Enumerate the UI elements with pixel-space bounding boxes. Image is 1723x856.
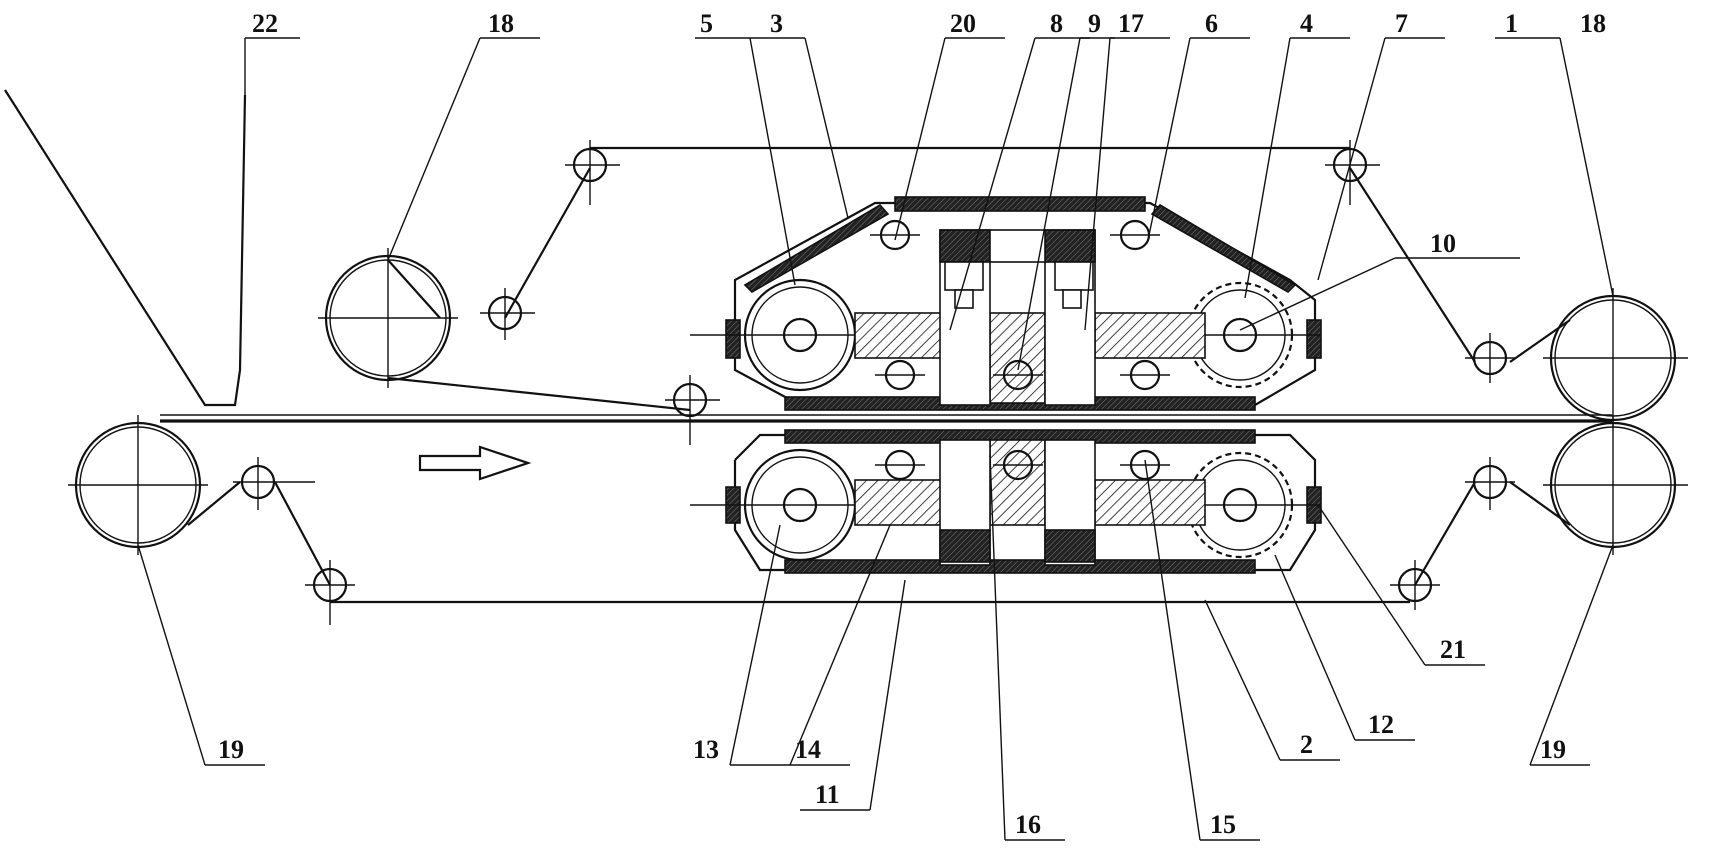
- feed-hopper: [4, 89, 247, 407]
- label-17: 17: [1118, 9, 1144, 38]
- label-3: 3: [770, 9, 783, 38]
- label-10: 10: [1430, 229, 1456, 258]
- arrow-right-icon: [418, 445, 532, 481]
- label-7: 7: [1395, 9, 1408, 38]
- upper-track-assembly: [690, 196, 1322, 411]
- callout-labels: 22 18 5 3 20 8 9 17 6 4 7 1 18 10 19 13 …: [218, 9, 1606, 839]
- label-20: 20: [950, 9, 976, 38]
- guide-rollers: [233, 140, 1515, 625]
- label-6: 6: [1205, 9, 1218, 38]
- label-14: 14: [795, 735, 821, 764]
- label-8: 8: [1050, 9, 1063, 38]
- label-18-left: 18: [488, 9, 514, 38]
- lower-track-assembly: [690, 429, 1322, 574]
- label-4: 4: [1300, 9, 1313, 38]
- lower-right-drum: [1543, 415, 1688, 555]
- upper-belt: [387, 146, 1571, 412]
- label-12: 12: [1368, 710, 1394, 739]
- label-18-right: 18: [1580, 9, 1606, 38]
- upper-right-drum: [1543, 288, 1688, 428]
- label-15: 15: [1210, 810, 1236, 839]
- label-22: 22: [252, 9, 278, 38]
- label-1: 1: [1505, 9, 1518, 38]
- label-5: 5: [700, 9, 713, 38]
- leader-lines: [137, 37, 1614, 841]
- label-19-right: 19: [1540, 735, 1566, 764]
- upper-left-drum: [318, 248, 458, 388]
- label-19-left: 19: [218, 735, 244, 764]
- material-web: [160, 414, 1612, 423]
- label-21: 21: [1440, 635, 1466, 664]
- label-2: 2: [1300, 730, 1313, 759]
- label-13: 13: [693, 735, 719, 764]
- label-11: 11: [815, 780, 840, 809]
- label-9: 9: [1088, 9, 1101, 38]
- lower-left-drum: [68, 415, 208, 555]
- label-16: 16: [1015, 810, 1041, 839]
